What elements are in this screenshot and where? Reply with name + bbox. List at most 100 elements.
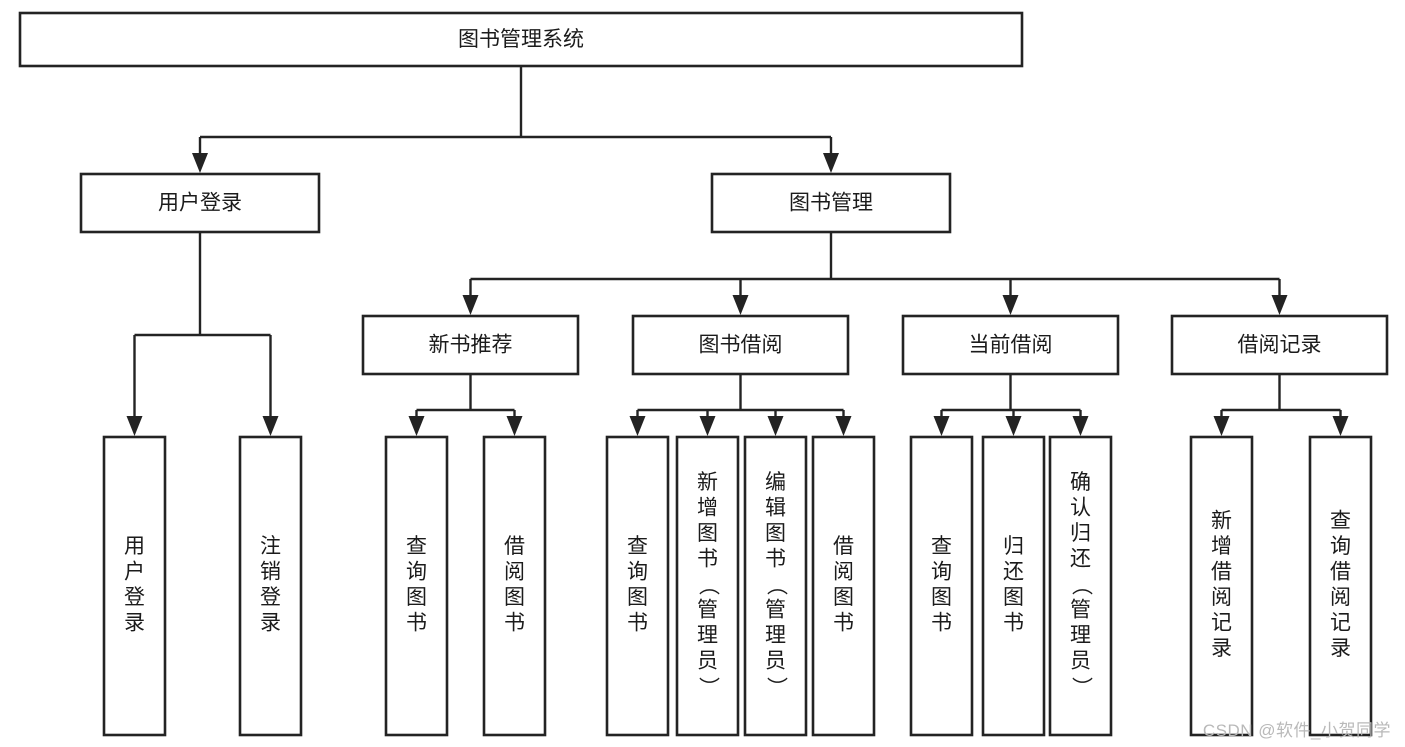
node-label-char: 新 bbox=[697, 471, 718, 494]
node-box bbox=[743, 435, 808, 737]
node-box bbox=[102, 435, 167, 737]
node-root[interactable]: 图书管理系统 bbox=[18, 11, 1024, 68]
node-label-char: 注 bbox=[260, 535, 281, 558]
node-label-char: 管 bbox=[1070, 599, 1091, 622]
node-label-char: （ bbox=[697, 575, 720, 596]
node-label-char: 书 bbox=[504, 611, 525, 634]
node-box bbox=[901, 314, 1120, 376]
node-label-char: 理 bbox=[765, 624, 786, 647]
node-label-char: 阅 bbox=[833, 560, 854, 583]
node-label-char: 辑 bbox=[765, 497, 786, 520]
node-label-char: 书 bbox=[627, 611, 648, 634]
node-label-char: 询 bbox=[406, 560, 427, 583]
node-label-char: 询 bbox=[931, 560, 952, 583]
node-label: 新书推荐 bbox=[429, 334, 513, 357]
node-label: 图书管理 bbox=[789, 192, 873, 215]
node-label-char: 录 bbox=[260, 611, 281, 634]
node-label-char: 图 bbox=[833, 586, 854, 609]
node-label-char: 阅 bbox=[504, 560, 525, 583]
node-label-char: ） bbox=[697, 677, 720, 698]
node-label: 借阅记录 bbox=[1238, 334, 1322, 357]
node-box bbox=[1308, 435, 1373, 737]
node-label-char: 书 bbox=[833, 611, 854, 634]
node-label-char: 员 bbox=[1070, 650, 1091, 673]
node-label-char: 记 bbox=[1330, 611, 1351, 634]
node-label: 图书借阅 bbox=[699, 334, 783, 357]
node-label-char: 查 bbox=[931, 535, 952, 558]
arrow-head-icon bbox=[192, 153, 208, 173]
node-box bbox=[675, 435, 740, 737]
arrow-head-icon bbox=[1072, 416, 1089, 436]
node-label-char: 登 bbox=[124, 586, 145, 609]
node-label-char: 员 bbox=[697, 650, 718, 673]
node-label-char: 销 bbox=[260, 560, 281, 583]
node-label-char: 书 bbox=[1003, 611, 1024, 634]
node-label-char: 归 bbox=[1003, 535, 1024, 558]
node-box bbox=[605, 435, 670, 737]
node-label-char: 户 bbox=[124, 560, 145, 583]
node-box bbox=[238, 435, 303, 737]
arrow-head-icon bbox=[506, 416, 523, 436]
node-box bbox=[1189, 435, 1254, 737]
node-label-char: 确 bbox=[1070, 471, 1091, 494]
node-box bbox=[361, 314, 580, 376]
node-box bbox=[482, 435, 547, 737]
node-label: 用户登录 bbox=[158, 192, 242, 215]
node-label-char: 管 bbox=[697, 599, 718, 622]
node-label-char: 图 bbox=[406, 586, 427, 609]
arrow-head-icon bbox=[1271, 295, 1288, 315]
node-label-char: 理 bbox=[697, 624, 718, 647]
node-label-char: 录 bbox=[124, 611, 145, 634]
node-label-char: 图 bbox=[504, 586, 525, 609]
node-label: 当前借阅 bbox=[969, 334, 1053, 357]
node-label-char: 新 bbox=[1211, 509, 1232, 532]
node-label-char: 询 bbox=[627, 560, 648, 583]
node-label-char: ） bbox=[1070, 677, 1093, 698]
node-leaf-user-login[interactable]: 用户登录 bbox=[102, 435, 167, 737]
arrow-head-icon bbox=[262, 416, 279, 436]
node-label-char: 图 bbox=[1003, 586, 1024, 609]
node-label-char: 录 bbox=[1211, 637, 1232, 660]
node-label-char: 书 bbox=[406, 611, 427, 634]
node-book-manage[interactable]: 图书管理 bbox=[710, 172, 952, 234]
arrow-head-icon bbox=[1213, 416, 1230, 436]
node-label-char: （ bbox=[1070, 575, 1093, 596]
node-label-char: 阅 bbox=[1330, 586, 1351, 609]
node-box bbox=[811, 435, 876, 737]
node-user-login[interactable]: 用户登录 bbox=[79, 172, 321, 234]
node-label-char: 还 bbox=[1003, 560, 1024, 583]
node-book-borrow[interactable]: 图书借阅 bbox=[631, 314, 850, 376]
node-label-char: 用 bbox=[124, 535, 145, 558]
arrow-head-icon bbox=[126, 416, 143, 436]
node-label-char: 图 bbox=[765, 522, 786, 545]
arrow-head-icon bbox=[933, 416, 950, 436]
node-new-book-rec[interactable]: 新书推荐 bbox=[361, 314, 580, 376]
node-label-char: 增 bbox=[697, 497, 718, 520]
node-label-char: 借 bbox=[1330, 560, 1351, 583]
arrow-head-icon bbox=[823, 153, 839, 173]
node-borrow-record[interactable]: 借阅记录 bbox=[1170, 314, 1389, 376]
arrow-head-icon bbox=[1002, 295, 1019, 315]
node-box bbox=[909, 435, 974, 737]
node-current-borrow[interactable]: 当前借阅 bbox=[901, 314, 1120, 376]
node-label-char: 图 bbox=[931, 586, 952, 609]
node-label-char: 借 bbox=[504, 535, 525, 558]
arrow-head-icon bbox=[1332, 416, 1349, 436]
node-label-char: 还 bbox=[1070, 548, 1091, 571]
nodes-layer: 图书管理系统用户登录图书管理新书推荐图书借阅当前借阅借阅记录用户登录注销登录查询… bbox=[18, 11, 1389, 737]
node-box bbox=[1170, 314, 1389, 376]
node-label-char: 理 bbox=[1070, 624, 1091, 647]
